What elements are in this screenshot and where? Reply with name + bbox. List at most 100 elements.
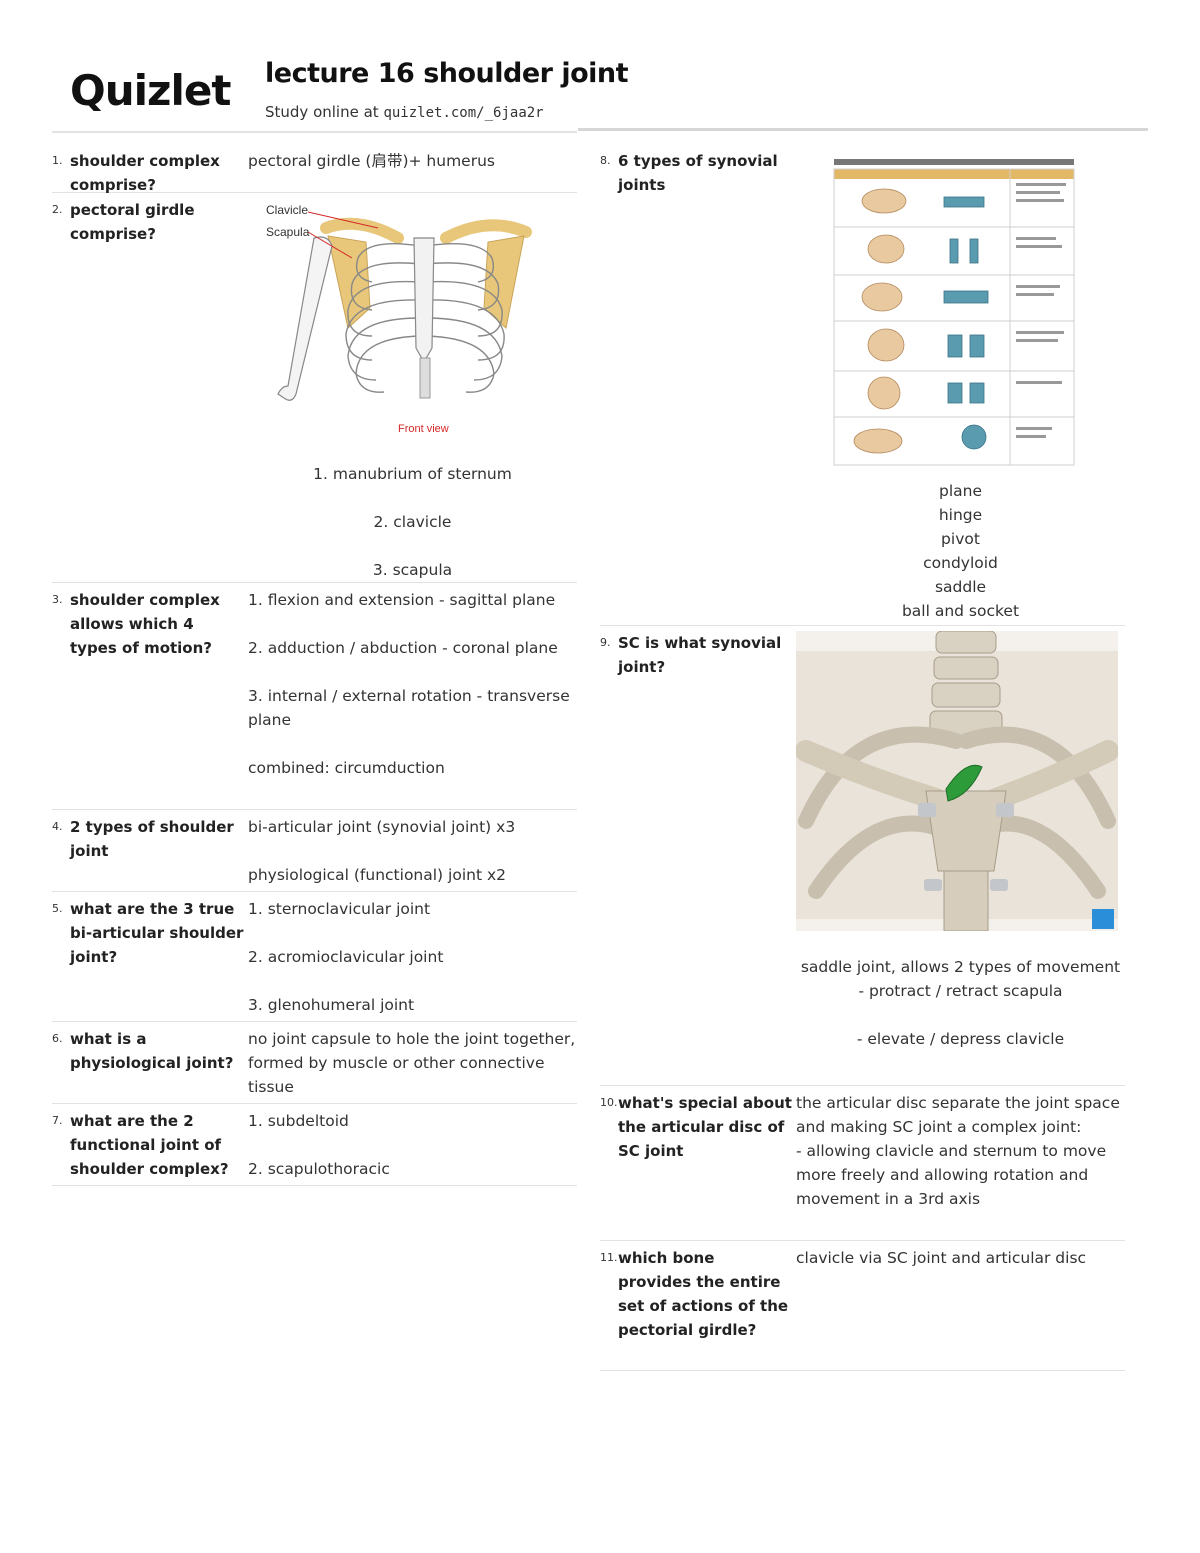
definition-line: 1. sternoclavicular joint (248, 900, 431, 918)
definition-line: bi-articular joint (synovial joint) x3 (248, 818, 516, 836)
card-number: 6. (52, 1032, 63, 1045)
manubrium-shape (925, 790, 1007, 872)
card-number: 3. (52, 593, 63, 606)
ribs (345, 243, 505, 393)
card-definition: 1. sternoclavicular joint 2. acromioclav… (248, 897, 577, 1017)
card-term: 2 types of shoulder joint (70, 818, 234, 860)
card-number: 5. (52, 902, 63, 915)
study-prefix: Study online at (265, 103, 384, 121)
card-5: 5. what are the 3 true bi-articular shou… (52, 892, 577, 1022)
card-1: 1. shoulder complex comprise? pectoral g… (52, 144, 577, 194)
card-4: 4. 2 types of shoulder joint bi-articula… (52, 810, 577, 892)
header-divider-left (52, 131, 577, 133)
header-divider-right (578, 128, 1148, 131)
clavicle-label: Clavicle (266, 203, 308, 217)
scapula-right-shape (483, 235, 525, 329)
definition-line: 1. flexion and extension - sagittal plan… (248, 591, 556, 609)
definition-line: 2. adduction / abduction - coronal plane (248, 639, 558, 657)
spine-shape (419, 357, 431, 399)
sternoclavicular-joint-image (796, 631, 1118, 931)
quizlet-logo: Quizlet (70, 66, 231, 115)
card-term: what's special about the articular disc … (618, 1094, 792, 1160)
front-view-label: Front view (398, 423, 449, 435)
clavicle-left-shape (320, 217, 404, 244)
card-term: shoulder complex comprise? (70, 152, 220, 194)
definition-line: ball and socket (901, 602, 1020, 620)
definition-line: physiological (functional) joint x2 (248, 866, 506, 884)
card-definition: the articular disc separate the joint sp… (796, 1091, 1125, 1236)
card-definition: 1. subdeltoid 2. scapulothoracic (248, 1109, 577, 1181)
definition-line: condyloid (923, 554, 998, 572)
card-8: 8. 6 types of synovial joints (600, 144, 1125, 626)
definition-line: saddle (934, 578, 987, 596)
card-definition: clavicle via SC joint and articular disc (796, 1246, 1125, 1366)
card-term: 6 types of synovial joints (618, 152, 778, 194)
card-number: 2. (52, 203, 63, 216)
definition-line: - allowing clavicle and sternum to move … (796, 1142, 1107, 1208)
definition-list: plane hinge pivot condyloid saddle ball … (796, 479, 1125, 623)
card-number: 10. (600, 1096, 618, 1109)
card-term: what are the 3 true bi-articular shoulde… (70, 900, 244, 966)
study-url[interactable]: quizlet.com/_6jaa2r (383, 105, 544, 121)
definition-line: 1. manubrium of sternum (313, 465, 512, 483)
definition-line: combined: circumduction (248, 759, 445, 777)
card-term: which bone provides the entire set of ac… (618, 1249, 789, 1339)
card-definition: no joint capsule to hole the joint toget… (248, 1027, 577, 1099)
table-text-lines (1016, 183, 1066, 438)
card-number: 11. (600, 1251, 618, 1264)
sternum-shape (413, 237, 435, 364)
card-definition: pectoral girdle (肩带)+ humerus (248, 149, 577, 188)
card-term: SC is what synovial joint? (618, 634, 782, 676)
study-online-line: Study online at quizlet.com/_6jaa2r (265, 103, 544, 121)
joint-models (943, 196, 989, 450)
definition-line: clavicle via SC joint and articular disc (796, 1249, 1087, 1267)
definition-line: plane (938, 482, 982, 500)
card-10: 10. what's special about the articular d… (600, 1086, 1125, 1241)
card-definition: 1. flexion and extension - sagittal plan… (248, 588, 577, 805)
card-definition: Clavicle Scapula Front view 1. manubrium… (248, 198, 577, 579)
page-title: lecture 16 shoulder joint (265, 58, 629, 89)
definition-line: pectoral girdle (肩带)+ humerus (248, 152, 495, 170)
brand-badge (1092, 909, 1114, 929)
card-term: what are the 2 functional joint of shoul… (70, 1112, 229, 1178)
humerus-shape (277, 236, 333, 401)
definition-line: 3. scapula (372, 561, 453, 579)
definition-line: hinge (938, 506, 983, 524)
card-term: pectoral girdle comprise? (70, 201, 195, 243)
right-column: 8. 6 types of synovial joints (600, 144, 1125, 1371)
definition-line: no joint capsule to hole the joint toget… (248, 1030, 576, 1096)
definition-list: 1. manubrium of sternum 2. clavicle 3. s… (248, 462, 577, 582)
card-definition: plane hinge pivot condyloid saddle ball … (796, 149, 1125, 621)
card-term: shoulder complex allows which 4 types of… (70, 591, 220, 657)
definition-line: pivot (941, 530, 980, 548)
card-number: 7. (52, 1114, 63, 1127)
card-number: 1. (52, 154, 63, 167)
definition-line: saddle joint, allows 2 types of movement (800, 958, 1121, 976)
card-term: what is a physiological joint? (70, 1030, 234, 1072)
definition-line: 3. internal / external rotation - transv… (248, 687, 570, 729)
card-number: 9. (600, 636, 611, 649)
definition-line: 2. clavicle (373, 513, 452, 531)
card-definition: bi-articular joint (synovial joint) x3 p… (248, 815, 577, 887)
definition-line: 2. scapulothoracic (248, 1160, 390, 1178)
card-11: 11. which bone provides the entire set o… (600, 1241, 1125, 1371)
synovial-joint-types-table-image (824, 149, 1084, 469)
card-number: 4. (52, 820, 63, 833)
definition-line: 3. glenohumeral joint (248, 996, 415, 1014)
scapula-label: Scapula (266, 225, 310, 239)
definition-line: 1. subdeltoid (248, 1112, 349, 1130)
card-2: 2. pectoral girdle comprise? (52, 193, 577, 583)
card-definition: saddle joint, allows 2 types of movement… (796, 631, 1125, 1081)
card-9: 9. SC is what synovial joint? (600, 626, 1125, 1086)
card-3: 3. shoulder complex allows which 4 types… (52, 583, 577, 810)
definition-line: - protract / retract scapula (858, 982, 1063, 1000)
definition-line: 2. acromioclavicular joint (248, 948, 444, 966)
definition-list: saddle joint, allows 2 types of movement… (796, 955, 1125, 1051)
definition-line: - elevate / depress clavicle (856, 1030, 1065, 1048)
definition-line: the articular disc separate the joint sp… (796, 1094, 1120, 1136)
card-7: 7. what are the 2 functional joint of sh… (52, 1104, 577, 1186)
joint-illustrations (853, 188, 907, 454)
left-column: 1. shoulder complex comprise? pectoral g… (52, 144, 577, 1186)
card-number: 8. (600, 154, 611, 167)
articular-disc-highlight (945, 764, 983, 802)
